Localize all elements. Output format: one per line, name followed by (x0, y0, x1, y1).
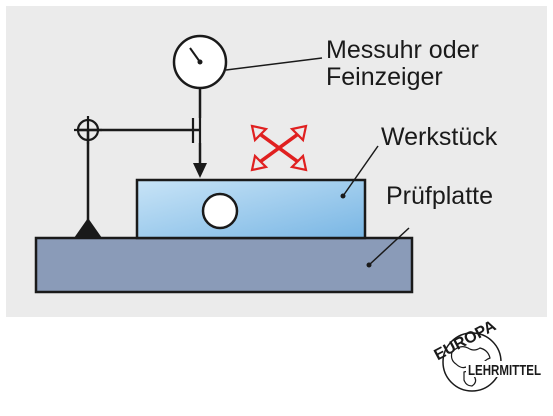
workpiece (135, 178, 367, 240)
workpiece-leader-line (342, 145, 379, 197)
gauge-label-line1: Messuhr oder (326, 36, 479, 64)
leader-lines (225, 57, 410, 266)
triangle-base-icon (74, 218, 102, 238)
gauge-leader-line (225, 57, 323, 71)
gauge-label-line2: Feinzeiger (326, 63, 443, 91)
plate-leader-dot (366, 262, 372, 268)
workpiece-leader-dot (340, 193, 346, 199)
surface-plate (34, 236, 414, 294)
workpiece-label: Werkstück (381, 123, 498, 151)
logo-text-bottom: LEHRMITTEL (468, 362, 541, 379)
publisher-logo: EUROPA LEHRMITTEL (432, 317, 544, 392)
cross-arrows-icon (250, 124, 308, 172)
crosshair-clamp-icon (74, 116, 102, 144)
plate-leader-line (368, 227, 410, 266)
surface-plate-label: Prüfplatte (386, 182, 493, 210)
workpiece-hole (201, 192, 239, 230)
logo-text-bottom-bg (466, 361, 544, 377)
gauge-stand (74, 116, 202, 238)
dial-gauge-icon (172, 34, 228, 178)
